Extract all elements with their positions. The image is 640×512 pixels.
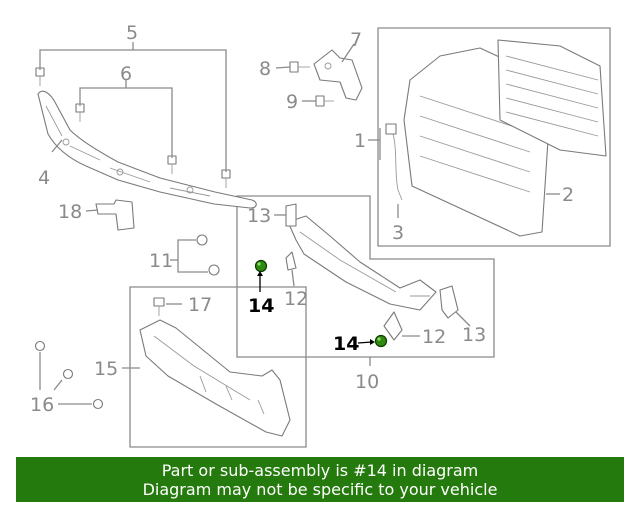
part-10-lower-beam	[287, 215, 437, 311]
part-4-bumper-bar	[37, 90, 257, 209]
bolt-5-left	[35, 67, 45, 86]
part-14-fastener-upper[interactable]	[254, 259, 268, 273]
part-11-clip-lower	[208, 264, 220, 276]
callout-12-left: 12	[284, 288, 308, 310]
part-16-clip-a	[34, 340, 46, 352]
callout-10: 10	[355, 371, 379, 393]
callout-6: 6	[120, 63, 132, 85]
part-12-clip-left	[285, 251, 297, 271]
callout-1: 1	[354, 130, 366, 152]
part-1-shutter-vanes	[497, 39, 607, 157]
callout-14-upper[interactable]: 14	[248, 295, 274, 317]
callout-12-right: 12	[422, 326, 446, 348]
part-9-bolt	[315, 95, 334, 107]
assembly-box-1	[377, 27, 611, 247]
assembly-box-10	[236, 195, 495, 358]
callout-18: 18	[58, 201, 82, 223]
callout-9: 9	[286, 91, 298, 113]
bolt-5-right	[221, 169, 231, 188]
callout-16: 16	[30, 394, 54, 416]
callout-14-lower[interactable]: 14	[333, 333, 359, 355]
banner-line-2: Diagram may not be specific to your vehi…	[142, 479, 498, 499]
callout-7: 7	[350, 29, 362, 51]
part-11-clip-upper	[196, 234, 208, 246]
info-banner: Part or sub-assembly is #14 in diagram D…	[16, 457, 624, 502]
callout-17: 17	[188, 294, 212, 316]
callout-13-lower: 13	[462, 324, 486, 346]
part-13-bracket-upper	[285, 203, 297, 227]
part-16-clip-b	[62, 368, 74, 380]
bolt-6-upper	[75, 103, 85, 122]
part-7-bracket	[313, 49, 363, 101]
callout-8: 8	[259, 58, 271, 80]
part-14-fastener-lower[interactable]	[374, 334, 388, 348]
callout-4: 4	[38, 167, 50, 189]
part-12-clip-right	[383, 311, 403, 341]
callout-15: 15	[94, 358, 118, 380]
part-16-clip-c	[92, 398, 104, 410]
part-3-cable	[385, 123, 403, 201]
part-18-sensor	[95, 199, 135, 231]
part-17-bolt	[153, 297, 165, 316]
part-8-bolt	[289, 61, 310, 73]
callout-5: 5	[126, 22, 138, 44]
bolt-6-lower	[167, 155, 177, 174]
callout-2: 2	[562, 184, 574, 206]
callout-3: 3	[392, 222, 404, 244]
part-15-absorber	[139, 319, 291, 437]
part-13-bracket-lower	[439, 285, 459, 319]
callout-13-upper: 13	[247, 205, 271, 227]
assembly-box-15	[129, 286, 307, 448]
callout-11: 11	[149, 250, 173, 272]
parts-diagram: 1 2 3 4 5 6 7 8 9 10 11 12 12 13 13 14 1…	[30, 22, 611, 448]
banner-line-1: Part or sub-assembly is #14 in diagram	[161, 460, 479, 480]
